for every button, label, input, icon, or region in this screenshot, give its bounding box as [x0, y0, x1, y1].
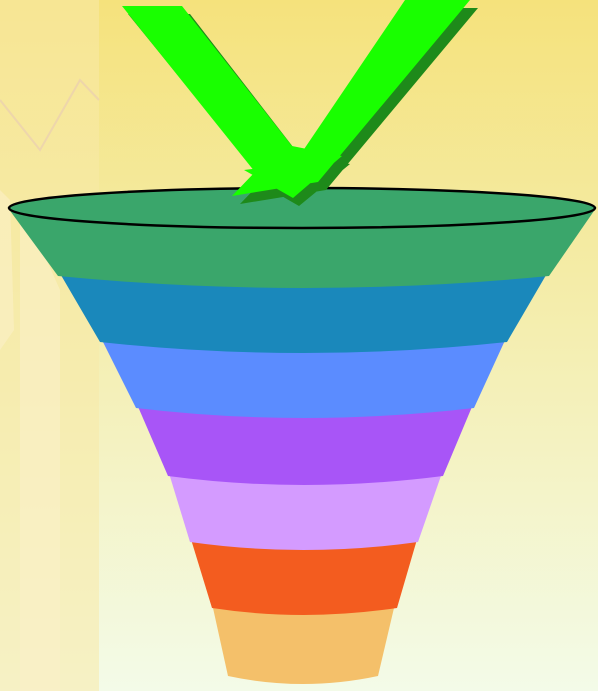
left-decorative-strip — [0, 0, 99, 691]
funnel-layer-7 — [213, 608, 394, 684]
